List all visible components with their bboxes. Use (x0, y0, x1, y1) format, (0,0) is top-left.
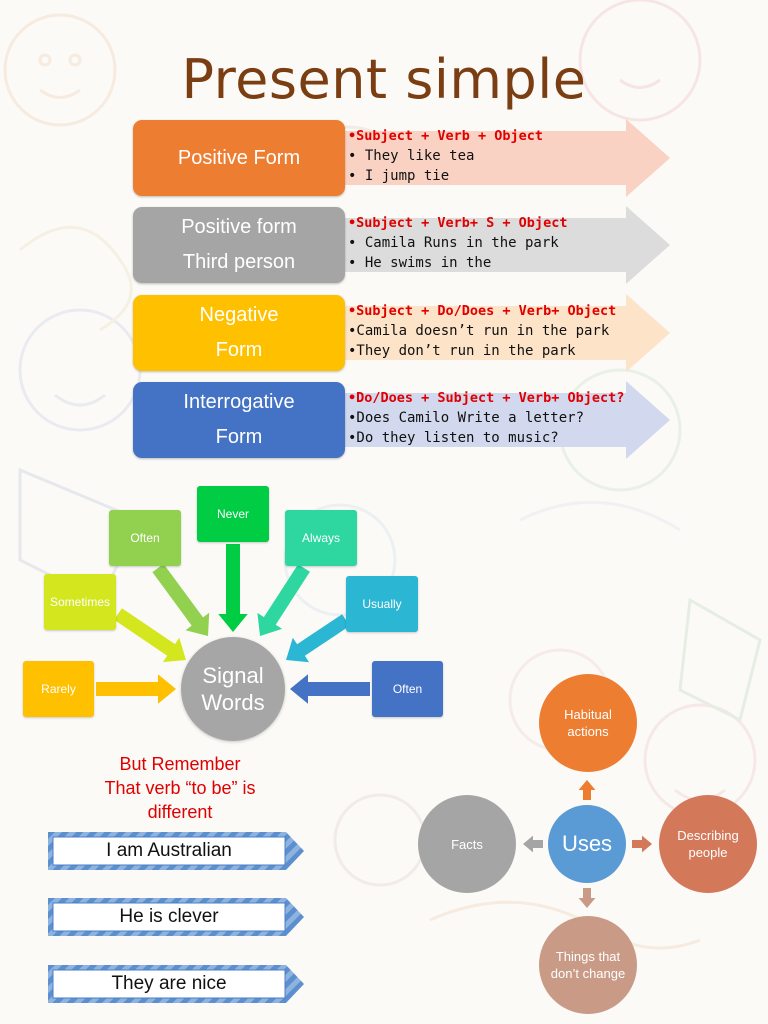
signal-center-line-2: Words (201, 690, 265, 715)
signal-arrow (578, 888, 596, 908)
to-be-text: They are nice (111, 973, 227, 994)
remember-note: But Remember That verb “to be” is differ… (60, 752, 300, 824)
form-rule: •Subject + Verb + Object (348, 128, 544, 144)
form-text: •Subject + Verb + Object • They like tea •… (348, 126, 668, 186)
form-text: •Do/Does + Subject + Verb+ Object? •Does … (348, 388, 668, 448)
form-text: •Subject + Do/Does + Verb+ Object •Camila… (348, 301, 668, 361)
signal-word-box: Sometimes (44, 574, 116, 630)
signal-arrow (152, 563, 210, 636)
remember-line-3: different (147, 802, 213, 822)
to-be-text: I am Australian (106, 840, 232, 861)
form-label-line: Form (215, 426, 263, 448)
form-example: •Do they listen to music? (348, 430, 559, 446)
signal-arrow (578, 780, 596, 800)
uses-top-circle: Habitual actions (539, 674, 637, 772)
to-be-example: He is clever (48, 898, 306, 936)
signal-word-box: Rarely (23, 661, 94, 717)
form-example: • I jump tie (348, 168, 450, 184)
form-example: •Does Camilo Write a letter? (348, 410, 585, 426)
form-example: • They like tea (348, 148, 475, 164)
uses-right-circle: Describing people (659, 795, 757, 893)
form-arrow (344, 206, 670, 284)
signal-arrow (523, 835, 543, 853)
signal-arrow (632, 835, 652, 853)
to-be-example: They are nice (48, 965, 306, 1003)
form-arrow (344, 381, 670, 459)
signal-word-box: Always (285, 510, 357, 566)
signal-word-box: Often (372, 661, 443, 717)
uses-left-circle: Facts (418, 795, 516, 893)
form-rule: •Subject + Do/Does + Verb+ Object (348, 303, 617, 319)
form-label-line: Positive Form (177, 146, 301, 169)
signal-center-line-1: Signal (202, 663, 264, 688)
form-rule: •Subject + Verb+ S + Object (348, 215, 568, 231)
form-label-line: Negative (199, 304, 279, 326)
signal-arrow (218, 544, 248, 632)
signal-arrow (286, 614, 350, 663)
form-label-line: Interrogative (183, 391, 295, 413)
remember-line-2: That verb “to be” is (104, 778, 256, 798)
signal-word-box: Often (109, 510, 181, 566)
form-text: •Subject + Verb+ S + Object • Camila Runs… (348, 213, 668, 273)
form-arrow (344, 294, 670, 372)
form-label: Positive Form (133, 120, 345, 196)
signal-arrow (257, 564, 310, 636)
form-label-line: Third person (182, 251, 296, 273)
signal-arrow (290, 674, 370, 704)
to-be-text: He is clever (119, 906, 219, 927)
uses-bottom-circle: Things that don’t change (539, 916, 637, 1014)
form-label-line: Form (215, 339, 263, 361)
form-arrow (344, 119, 670, 197)
form-example: • He swims in the (348, 255, 492, 271)
form-example: •Camila doesn’t run in the park (348, 323, 610, 339)
signal-words-circle: Signal Words (181, 637, 285, 741)
signal-word-box: Usually (346, 576, 418, 632)
to-be-example: I am Australian (48, 832, 306, 870)
uses-center-circle: Uses (548, 805, 626, 883)
page-title: Present simple (181, 48, 587, 111)
form-example: • Camila Runs in the park (348, 235, 559, 251)
form-label-line: Positive form (181, 216, 297, 238)
remember-line-1: But Remember (119, 754, 241, 774)
signal-arrow (114, 608, 186, 663)
form-example: •They don’t run in the park (348, 343, 576, 359)
signal-word-box: Never (197, 486, 269, 542)
signal-arrow (96, 674, 176, 704)
form-rule: •Do/Does + Subject + Verb+ Object? (348, 390, 625, 406)
